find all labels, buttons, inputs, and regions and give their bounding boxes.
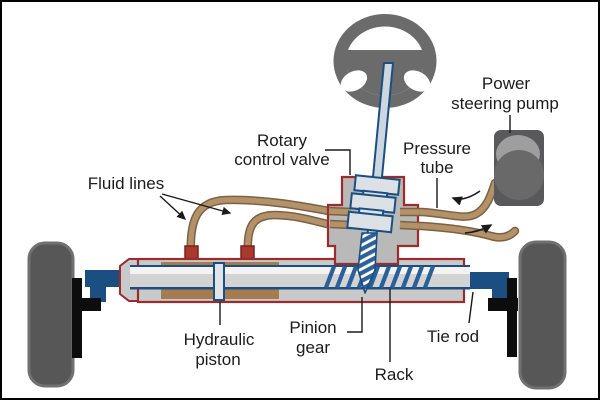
- right-road-wheel: [518, 240, 567, 390]
- power-steering-pump: [494, 130, 544, 206]
- valve-flange-tubes: [328, 206, 420, 231]
- label-piston-line2: piston: [195, 350, 240, 369]
- steering-knuckle-left: [72, 278, 101, 358]
- label-pump-line2: steering pump: [451, 94, 559, 113]
- leader-tie-rod: [468, 291, 474, 324]
- flow-arrow-right-icon: [464, 224, 493, 234]
- label-pressure-tube-line1: Pressure: [403, 139, 471, 158]
- label-rack: Rack: [375, 365, 414, 384]
- pinion-gear: [357, 232, 378, 294]
- leader-lines: [159, 115, 511, 362]
- label-pump-line1: Power: [482, 74, 531, 93]
- leader-rotary-valve: [325, 149, 351, 175]
- leader-fluid-lines-1: [159, 195, 187, 220]
- flow-arrows: [451, 190, 493, 234]
- label-tie-rod: Tie rod: [427, 327, 479, 346]
- label-piston-line1: Hydraulic: [184, 330, 255, 349]
- leader-fluid-lines-2: [161, 193, 232, 215]
- label-fluid-lines: Fluid lines: [88, 174, 165, 193]
- rack-bar: [130, 265, 470, 290]
- hydraulic-piston: [213, 262, 225, 301]
- flow-arrow-left-icon: [451, 190, 481, 206]
- label-pressure-tube-line2: tube: [420, 158, 453, 177]
- label-rotary-valve-line1: Rotary: [257, 131, 308, 150]
- label-pinion-line1: Pinion: [289, 318, 336, 337]
- label-pinion-line2: gear: [296, 338, 330, 357]
- rotary-valve-spools: [346, 174, 401, 234]
- steering-knuckle-right: [488, 278, 518, 357]
- label-rotary-valve-line2: control valve: [234, 150, 329, 169]
- steering-wheel: [333, 14, 437, 108]
- left-road-wheel: [27, 241, 75, 388]
- leader-pinion: [347, 297, 363, 333]
